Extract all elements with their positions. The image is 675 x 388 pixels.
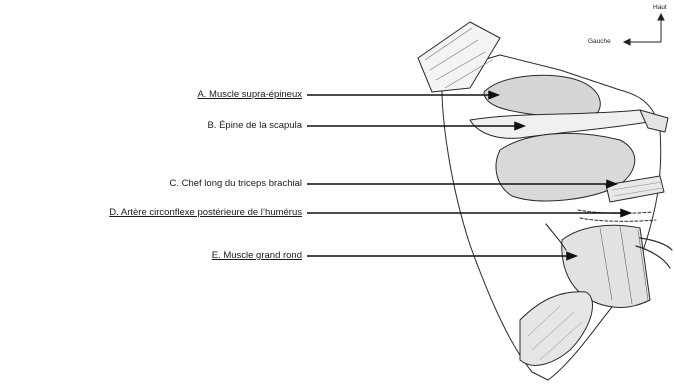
compass-left-arrow [624,39,630,45]
label-b: B. Épine de la scapula [207,120,302,131]
label-e: E. Muscle grand rond [212,250,302,261]
pointer-arrow-d [621,210,630,217]
compass-up-label: Haut [653,4,667,11]
supraspinatus-muscle [484,75,600,117]
label-c: C. Chef long du triceps brachial [169,178,302,189]
compass-left-label: Gauche [588,38,611,45]
compass-up-arrow [658,14,664,20]
acromion [418,22,500,92]
circumflex-artery [578,210,656,221]
subscapular-region [520,292,593,366]
label-a: A. Muscle supra-épineux [197,89,302,100]
label-d: D. Artère circonflexe postérieure de l’h… [109,207,302,218]
